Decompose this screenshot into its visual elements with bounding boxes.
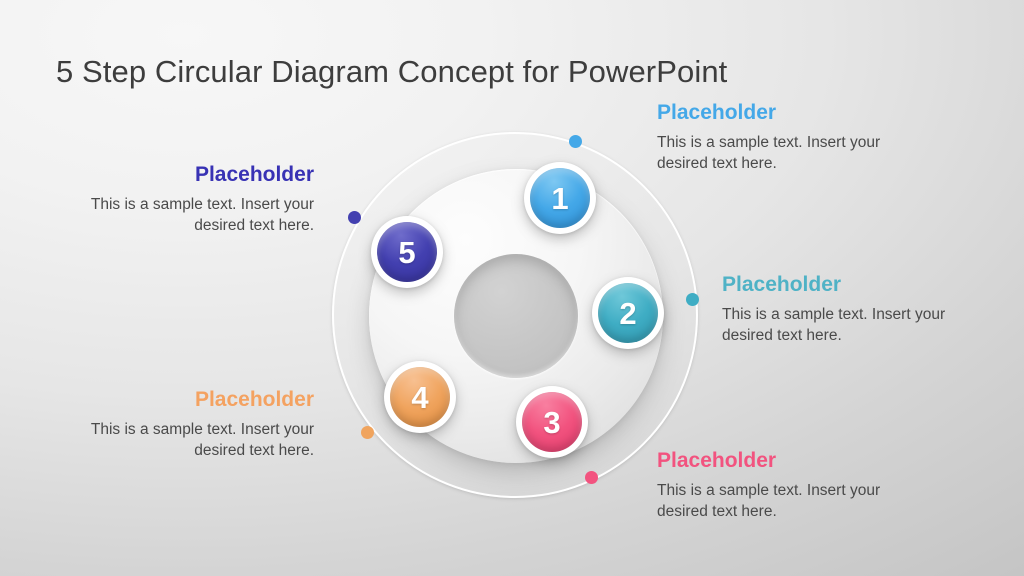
placeholder-body-3: This is a sample text. Insert your desir… xyxy=(657,482,881,521)
placeholder-title-2: Placeholder xyxy=(722,273,842,296)
step-circle-1-fill: 1 xyxy=(530,168,590,228)
placeholder-body-4: This is a sample text. Insert your desir… xyxy=(90,421,314,460)
orbit-dot-2 xyxy=(686,293,699,306)
orbit-ring xyxy=(332,132,698,498)
page-title: 5 Step Circular Diagram Concept for Powe… xyxy=(56,53,728,89)
placeholder-title-4: Placeholder xyxy=(194,388,314,411)
step-circle-1[interactable]: 1 xyxy=(524,162,596,234)
step-number-5: 5 xyxy=(398,234,416,270)
text-block-1: Placeholder This is a sample text. Inser… xyxy=(657,101,907,175)
orbit-dot-4 xyxy=(361,426,374,439)
placeholder-body-1: This is a sample text. Insert your desir… xyxy=(657,134,881,173)
step-number-4: 4 xyxy=(411,379,429,415)
placeholder-title-1: Placeholder xyxy=(657,101,777,124)
orbit-dot-3 xyxy=(585,471,598,484)
placeholder-body-5: This is a sample text. Insert your desir… xyxy=(90,196,314,235)
step-number-1: 1 xyxy=(551,180,569,216)
step-circle-4-fill: 4 xyxy=(390,367,450,427)
step-number-3: 3 xyxy=(543,404,561,440)
step-circle-5-fill: 5 xyxy=(377,222,437,282)
orbit-dot-5 xyxy=(348,211,361,224)
step-circle-3[interactable]: 3 xyxy=(516,386,588,458)
text-block-4: Placeholder This is a sample text. Inser… xyxy=(60,388,314,462)
step-number-2: 2 xyxy=(619,295,637,331)
placeholder-title-3: Placeholder xyxy=(657,449,777,472)
text-block-5: Placeholder This is a sample text. Inser… xyxy=(60,163,314,237)
donut-hole xyxy=(454,254,578,378)
orbit-dot-1 xyxy=(569,135,582,148)
step-circle-3-fill: 3 xyxy=(522,392,582,452)
step-circle-2[interactable]: 2 xyxy=(592,277,664,349)
step-circle-2-fill: 2 xyxy=(598,283,658,343)
circular-diagram: 1 2 3 4 5 xyxy=(322,122,710,510)
step-circle-5[interactable]: 5 xyxy=(371,216,443,288)
text-block-3: Placeholder This is a sample text. Inser… xyxy=(657,449,907,523)
step-circle-4[interactable]: 4 xyxy=(384,361,456,433)
text-block-2: Placeholder This is a sample text. Inser… xyxy=(722,273,972,347)
placeholder-body-2: This is a sample text. Insert your desir… xyxy=(722,306,946,345)
placeholder-title-5: Placeholder xyxy=(194,163,314,186)
